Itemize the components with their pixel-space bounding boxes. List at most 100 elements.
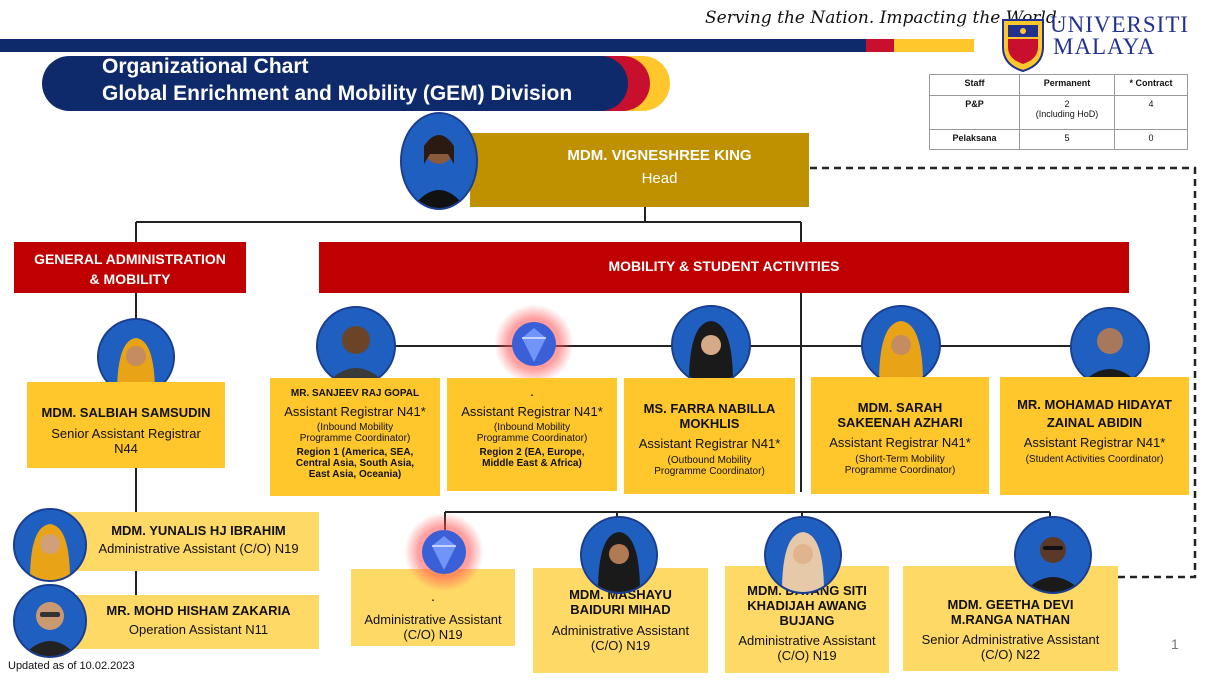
staff-name: . <box>431 593 435 604</box>
avatar <box>400 112 478 210</box>
permanent-note: (Including HoD) <box>1035 109 1099 119</box>
staff-name: KHADIJAH AWANG <box>747 598 867 613</box>
staff-role-note: (Outbound Mobility <box>667 455 752 466</box>
header-yellow-bar <box>894 39 974 52</box>
unit-admin-line1: GENERAL ADMINISTRATION <box>34 251 226 267</box>
staff-region: Region 2 (EA, Europe, <box>479 447 585 458</box>
staff-position: Assistant Registrar N41* <box>829 435 971 450</box>
staff-role-note: (Short-Term Mobility <box>855 454 945 465</box>
staff-name: MS. FARRA NABILLA <box>643 401 776 416</box>
staff-position: Assistant Registrar N41* <box>284 404 426 419</box>
page-number: 1 <box>1171 636 1179 652</box>
avatar <box>1070 307 1150 387</box>
staff-name: MR. SANJEEV RAJ GOPAL <box>290 388 420 399</box>
placeholder-avatar <box>494 304 574 384</box>
diamond-placeholder-icon <box>512 322 556 366</box>
card-vacant-registrar-region2: . Assistant Registrar N41* (Inbound Mobi… <box>447 378 617 491</box>
table-header-staff: Staff <box>929 74 1020 96</box>
page-title: Organizational Chart Global Enrichment a… <box>102 53 572 107</box>
staff-position: Administrative Assistant (C/O) N19 <box>98 541 299 556</box>
person-photo-icon <box>15 586 85 656</box>
person-photo-icon <box>1016 518 1090 592</box>
avatar <box>1014 516 1092 594</box>
staff-position: Assistant Registrar N41* <box>461 404 603 419</box>
updated-date: Updated as of 10.02.2023 <box>8 660 135 672</box>
card-farra-nabilla-mokhlis: MS. FARRA NABILLA MOKHLIS Assistant Regi… <box>624 378 795 494</box>
staff-grade: (C/O) N19 <box>403 627 463 642</box>
staff-grade: (C/O) N19 <box>777 648 837 663</box>
staff-position: Administrative Assistant <box>551 623 690 638</box>
logo-line1: UNIVERSITI <box>1050 12 1190 37</box>
header-navy-bar <box>0 39 866 52</box>
card-sarah-sakeenah-azhari: MDM. SARAH SAKEENAH AZHARI Assistant Reg… <box>811 377 989 494</box>
table-cell-contract: 4 <box>1114 95 1188 130</box>
card-geetha-devi-ranga-nathan: MDM. GEETHA DEVI M.RANGA NATHAN Senior A… <box>903 566 1118 671</box>
university-logo-text: UNIVERSITI MALAYA <box>1050 12 1190 58</box>
table-cell-contract: 0 <box>1114 129 1188 150</box>
card-dayang-siti-khadijah: MDM. DAYANG SITI KHADIJAH AWANG BUJANG A… <box>725 566 889 673</box>
page-title-line2: Global Enrichment and Mobility (GEM) Div… <box>102 82 573 105</box>
person-photo-icon <box>863 307 939 383</box>
page-title-line1: Organizational Chart <box>102 55 309 78</box>
staff-name: MR. MOHD HISHAM ZAKARIA <box>106 603 291 618</box>
staff-position: Senior Assistant Registrar <box>51 426 201 441</box>
staff-role-note: (Inbound Mobility <box>493 422 571 433</box>
staff-position: Assistant Registrar N41* <box>638 436 781 451</box>
staff-name: MDM. MASHAYU <box>569 587 672 602</box>
staff-grade: (C/O) N19 <box>590 638 651 653</box>
staff-name: SAKEENAH AZHARI <box>837 415 963 430</box>
staff-role-note: (Student Activities Coordinator) <box>1025 454 1164 465</box>
person-photo-icon <box>1072 309 1148 385</box>
staff-role-note: Programme Coordinator) <box>844 465 956 476</box>
staff-name: BUJANG <box>779 613 835 628</box>
card-yunalis-ibrahim: MDM. YUNALIS HJ IBRAHIM Administrative A… <box>60 512 319 571</box>
staff-position: Administrative Assistant <box>738 633 876 648</box>
staff-name: MDM. YUNALIS HJ IBRAHIM <box>111 523 286 538</box>
staff-region: East Asia, Oceania) <box>308 469 402 480</box>
staff-position: Operation Assistant N11 <box>128 622 269 637</box>
staff-name: MDM. SALBIAH SAMSUDIN <box>41 405 211 420</box>
staff-role-note: Programme Coordinator) <box>299 433 411 444</box>
header-red-bar <box>866 39 894 52</box>
staff-position: Assistant Registrar N41* <box>1023 435 1166 450</box>
title-banner <box>42 56 628 111</box>
person-photo-icon <box>582 518 656 592</box>
staff-name: MDM. SARAH <box>857 400 943 415</box>
staff-region: Central Asia, South Asia, <box>295 458 415 469</box>
staff-name: MOKHLIS <box>679 416 740 431</box>
card-sanjeev-raj-gopal: MR. SANJEEV RAJ GOPAL Assistant Registra… <box>270 378 440 496</box>
staff-role-note: Programme Coordinator) <box>654 466 765 477</box>
staff-count-table: Staff Permanent * Contract P&P 2 (Includ… <box>929 74 1188 150</box>
staff-region: Middle East & Africa) <box>482 458 582 469</box>
head-box: MDM. VIGNESHREE KING Head <box>470 133 809 207</box>
table-cell-permanent: 5 <box>1019 129 1115 150</box>
staff-region: Region 1 (America, SEA, <box>296 447 414 458</box>
staff-position: Administrative Assistant <box>364 612 502 627</box>
unit-admin-line2: & MOBILITY <box>89 271 171 287</box>
staff-name: MDM. GEETHA DEVI <box>947 597 1074 612</box>
person-photo-icon <box>15 510 85 580</box>
avatar <box>580 516 658 594</box>
staff-position: Senior Administrative Assistant <box>921 632 1100 647</box>
university-crest-icon <box>1002 19 1044 73</box>
unit-mobility-label: MOBILITY & STUDENT ACTIVITIES <box>608 258 840 274</box>
avatar <box>13 508 87 582</box>
table-cell-staff: P&P <box>929 95 1020 130</box>
staff-name: . <box>530 388 534 399</box>
card-mohd-hisham-zakaria: MR. MOHD HISHAM ZAKARIA Operation Assist… <box>60 595 319 649</box>
diamond-placeholder-icon <box>422 530 466 574</box>
head-name: MDM. VIGNESHREE KING <box>567 147 752 164</box>
person-photo-icon <box>766 518 840 592</box>
avatar <box>316 306 396 386</box>
staff-grade: (C/O) N22 <box>980 647 1041 662</box>
avatar <box>671 305 751 385</box>
person-photo-icon <box>99 320 173 394</box>
table-cell-permanent: 2 (Including HoD) <box>1019 95 1115 130</box>
unit-general-administration: GENERAL ADMINISTRATION & MOBILITY <box>14 242 246 293</box>
card-salbiah-samsudin: MDM. SALBIAH SAMSUDIN Senior Assistant R… <box>27 382 225 468</box>
table-header-contract: * Contract <box>1114 74 1188 96</box>
staff-role-note: Programme Coordinator) <box>476 433 588 444</box>
avatar <box>861 305 941 385</box>
staff-role-note: (Inbound Mobility <box>316 422 394 433</box>
staff-name: M.RANGA NATHAN <box>950 612 1071 627</box>
